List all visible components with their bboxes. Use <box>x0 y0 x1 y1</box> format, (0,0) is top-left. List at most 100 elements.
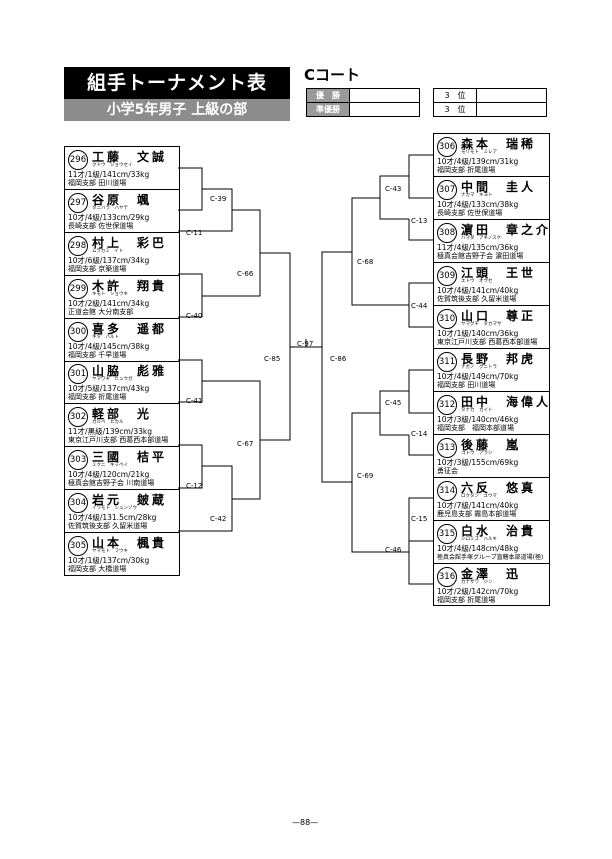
competitor-name: 村上 彩巴 <box>92 236 168 250</box>
entry-296: 296 工藤 文誠 クドウ ジョウセイ 11才/1級/141cm/33kg 福岡… <box>65 147 179 190</box>
competitor-stats: 10才/7級/141cm/40kg <box>437 501 519 510</box>
match-label: C-14 <box>411 430 428 438</box>
competitor-kana: エトウ オウセ <box>461 279 493 284</box>
competitor-name: 三國 桔平 <box>92 450 168 464</box>
competitor-stats: 10才/4級/133cm/38kg <box>437 200 519 209</box>
match-label: C-85 <box>264 355 281 363</box>
competitor-club: 福岡支部 大橋道場 <box>68 565 127 573</box>
competitor-stats: 10才/4級/120cm/21kg <box>68 470 150 479</box>
seed-number: 297 <box>68 193 88 213</box>
competitor-kana: タニハラ ハヤテ <box>92 206 128 211</box>
entry-302: 302 軽部 光 カルベ ヒカル 11才/黒級/139cm/33kg 東京江戸川… <box>65 404 179 447</box>
competitor-club: 極真会館吉野子会 川南道場 <box>68 479 155 487</box>
entry-299: 299 木許 翔貴 キモト ショウキ 10才/2級/141cm/34kg 正道会… <box>65 276 179 319</box>
competitor-kana: モリモト ミレア <box>461 150 497 155</box>
competitor-club: 勇征会 <box>437 467 458 475</box>
match-label: C-15 <box>411 515 428 523</box>
seed-number: 309 <box>437 266 457 286</box>
seed-number: 306 <box>437 137 457 157</box>
competitor-name: 金澤 迅 <box>461 567 522 581</box>
competitor-kana: ヤマグチ タカマサ <box>461 322 502 327</box>
competitor-name: 工藤 文誠 <box>92 150 168 164</box>
competitor-kana: キモト ショウキ <box>92 292 128 297</box>
seed-number: 316 <box>437 567 457 587</box>
seed-number: 305 <box>68 536 88 556</box>
entry-316: 316 金澤 迅 カナザワ ジン 10才/2級/142cm/70kg 福岡支部 … <box>434 564 549 607</box>
runner-up-field <box>349 102 420 117</box>
seed-number: 315 <box>437 524 457 544</box>
competitor-stats: 11才/4級/135cm/36kg <box>437 243 519 252</box>
seed-number: 313 <box>437 438 457 458</box>
competitor-name: 森本 瑞稀 <box>461 137 537 151</box>
competitor-kana: ナガノ クニトラ <box>461 365 497 370</box>
competitor-club: 福岡支部 千早道場 <box>68 351 127 359</box>
competitor-kana: ヤマワキ ヒュウガ <box>92 377 133 382</box>
competitor-kana: クドウ ジョウセイ <box>92 163 133 168</box>
competitor-club: 正道会館 大分南支部 <box>68 308 134 316</box>
match-label: C-86 <box>330 355 347 363</box>
seed-number: 302 <box>68 407 88 427</box>
competitor-name: 長野 邦虎 <box>461 352 537 366</box>
seed-number: 301 <box>68 364 88 384</box>
competitor-name: 岩元 皴蔵 <box>92 493 168 507</box>
competitor-kana: カナザワ ジン <box>461 580 493 585</box>
entry-310: 310 山口 尊正 ヤマグチ タカマサ 10才/1級/140cm/36kg 東京… <box>434 306 549 349</box>
match-label: C-46 <box>385 546 402 554</box>
match-label: C-42 <box>210 515 227 523</box>
competitor-kana: シロミズ ハルキ <box>461 537 497 542</box>
match-label: C-43 <box>385 185 402 193</box>
seed-number: 296 <box>68 150 88 170</box>
competitor-stats: 10才/2級/142cm/70kg <box>437 587 519 596</box>
competitor-stats: 11才/1級/141cm/33kg <box>68 170 150 179</box>
entry-315: 315 白水 治貴 シロミズ ハルキ 10才/4級/148cm/48kg 極真会… <box>434 521 549 564</box>
entry-303: 303 三國 桔平 ミクニ キッペイ 10才/4級/120cm/21kg 極真会… <box>65 447 179 490</box>
competitor-stats: 10才/4級/133cm/29kg <box>68 213 150 222</box>
competitor-club: 福岡支部 折尾道場 <box>437 166 496 174</box>
match-label: C-39 <box>210 195 227 203</box>
seed-number: 299 <box>68 279 88 299</box>
competitor-club: 極真会館手塚グループ直轄本部道場(極) <box>437 554 544 561</box>
seed-number: 298 <box>68 236 88 256</box>
competitor-name: 後藤 嵐 <box>461 438 522 452</box>
competitor-club: 極真会館吉野子会 濵田道場 <box>437 252 524 260</box>
competitor-club: 鹿児島支部 霧島本部道場 <box>437 510 517 518</box>
competitor-name: 田中 海偉人 <box>461 395 552 409</box>
entry-304: 304 岩元 皴蔵 イワモト シュンゾウ 10才/4級/131.5cm/28kg… <box>65 490 179 533</box>
match-label: C-97 <box>297 340 314 348</box>
runner-up-label: 準優勝 <box>306 102 350 117</box>
competitor-name: 木許 翔貴 <box>92 279 168 293</box>
competitor-stats: 10才/4級/141cm/40kg <box>437 286 519 295</box>
competitor-stats: 10才/4級/139cm/31kg <box>437 157 519 166</box>
competitor-name: 六反 悠真 <box>461 481 537 495</box>
competitor-stats: 10才/6級/137cm/34kg <box>68 256 150 265</box>
match-label: C-45 <box>385 399 402 407</box>
match-label: C-11 <box>186 229 203 237</box>
winner-label: 優 勝 <box>306 88 350 103</box>
competitor-name: 谷原 颯 <box>92 193 153 207</box>
competitor-club: 福岡支部 京築道場 <box>68 265 127 273</box>
competitor-name: 山脇 彪雅 <box>92 364 168 378</box>
competitor-kana: カルベ ヒカル <box>92 420 124 425</box>
competitor-stats: 10才/3級/140cm/46kg <box>437 415 519 424</box>
division-label: 小学5年男子 上級の部 <box>64 99 290 121</box>
entry-312: 312 田中 海偉人 タナカ カイト 10才/3級/140cm/46kg 福岡支… <box>434 392 549 435</box>
seed-number: 311 <box>437 352 457 372</box>
entry-300: 300 喜多 遥都 キタ ハルト 10才/4級/145cm/38kg 福岡支部 … <box>65 319 179 362</box>
entry-305: 305 山本 楓貴 ヤマモト フウキ 10才/1級/137cm/30kg 福岡支… <box>65 533 179 576</box>
entry-311: 311 長野 邦虎 ナガノ クニトラ 10才/4級/149cm/70kg 福岡支… <box>434 349 549 392</box>
competitor-club: 福岡支部 田川道場 <box>68 179 127 187</box>
competitor-club: 福岡支部 田川道場 <box>437 381 496 389</box>
competitor-club: 長崎支部 佐世保道場 <box>68 222 134 230</box>
competitor-kana: ロクタン ユウマ <box>461 494 497 499</box>
competitor-stats: 11才/黒級/139cm/33kg <box>68 427 153 436</box>
seed-number: 314 <box>437 481 457 501</box>
third-field-2 <box>476 102 547 117</box>
competitor-stats: 10才/4級/131.5cm/28kg <box>68 513 157 522</box>
page-title: 組手トーナメント表 <box>64 67 290 99</box>
match-label: C-41 <box>186 397 203 405</box>
competitor-club: 佐賀筑後支部 久留米道場 <box>68 522 148 530</box>
competitor-club: 福岡支部 折尾道場 <box>68 393 127 401</box>
competitor-kana: ハマダ アキノスケ <box>461 236 502 241</box>
entry-298: 298 村上 彩巴 ムラカミ イト 10才/6級/137cm/34kg 福岡支部… <box>65 233 179 276</box>
competitor-name: 山口 尊正 <box>461 309 537 323</box>
